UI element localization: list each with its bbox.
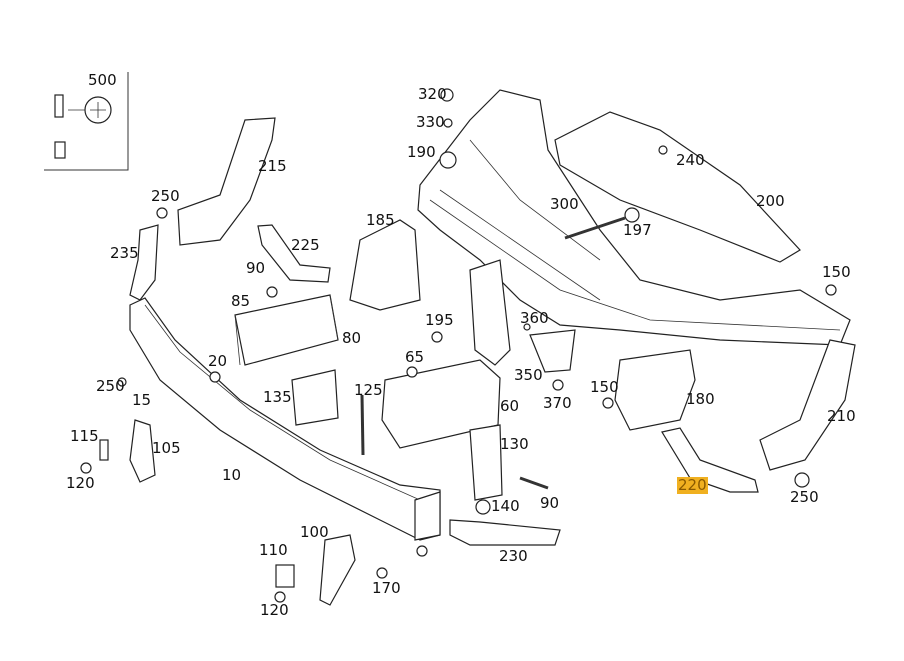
part-225 — [257, 224, 331, 283]
part-200 — [554, 111, 801, 263]
callout-15: 15 — [132, 391, 152, 409]
part-80 — [234, 294, 339, 366]
callout-195: 195 — [425, 311, 454, 329]
callout-150: 150 — [822, 263, 851, 281]
callout-197: 197 — [623, 221, 652, 239]
callout-120-bottom: 120 — [260, 601, 289, 619]
callout-215: 215 — [258, 157, 287, 175]
callout-135: 135 — [263, 388, 292, 406]
part-110 — [275, 564, 295, 588]
callout-240: 240 — [676, 151, 705, 169]
callout-185: 185 — [366, 211, 395, 229]
part-360 — [529, 329, 576, 373]
callout-150-mid: 150 — [590, 378, 619, 396]
part-180 — [614, 349, 696, 431]
callout-130: 130 — [500, 435, 529, 453]
callout-85: 85 — [231, 292, 251, 310]
part-130 — [469, 424, 503, 501]
part-100 — [319, 534, 356, 606]
callout-170: 170 — [372, 579, 401, 597]
callout-190: 190 — [407, 143, 436, 161]
callout-250-right: 250 — [790, 488, 819, 506]
inset-box-500 — [44, 72, 129, 171]
part-235 — [129, 224, 159, 301]
callout-330: 330 — [416, 113, 445, 131]
callout-200: 200 — [756, 192, 785, 210]
callout-80: 80 — [342, 329, 362, 347]
callout-65: 65 — [405, 348, 425, 366]
callout-90: 90 — [246, 259, 266, 277]
callout-20: 20 — [208, 352, 228, 370]
fasteners — [80, 88, 837, 603]
callout-125: 125 — [354, 381, 383, 399]
callout-110: 110 — [259, 541, 288, 559]
callout-500: 500 — [88, 71, 117, 89]
part-230 — [449, 519, 561, 546]
part-main-carrier — [417, 89, 851, 346]
callout-250-left: 250 — [96, 377, 125, 395]
callout-120: 120 — [66, 474, 95, 492]
callout-360: 360 — [520, 309, 549, 327]
callout-10: 10 — [222, 466, 242, 484]
callout-225: 225 — [291, 236, 320, 254]
callout-140: 140 — [491, 497, 520, 515]
callout-90-right: 90 — [540, 494, 560, 512]
callout-115: 115 — [70, 427, 99, 445]
callout-100: 100 — [300, 523, 329, 541]
part-105 — [129, 419, 156, 483]
callout-180: 180 — [686, 390, 715, 408]
callout-350: 350 — [514, 366, 543, 384]
part-215 — [177, 117, 276, 246]
callout-210: 210 — [827, 407, 856, 425]
part-185 — [349, 219, 421, 311]
callout-220-highlighted[interactable]: 220 — [677, 476, 708, 494]
callout-300: 300 — [550, 195, 579, 213]
part-210 — [759, 339, 856, 471]
callout-60: 60 — [500, 397, 520, 415]
callout-250: 250 — [151, 187, 180, 205]
callout-230: 230 — [499, 547, 528, 565]
callout-105: 105 — [152, 439, 181, 457]
callout-235: 235 — [110, 244, 139, 262]
callout-370: 370 — [543, 394, 572, 412]
part-135 — [291, 369, 339, 426]
callout-320: 320 — [418, 85, 447, 103]
